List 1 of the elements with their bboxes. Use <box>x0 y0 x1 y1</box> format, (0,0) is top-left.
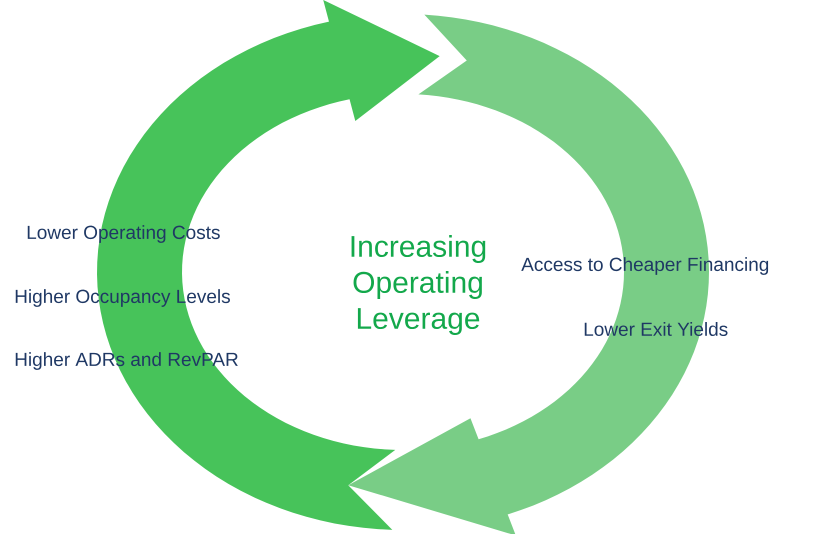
center-title: Increasing Operating Leverage <box>352 235 486 335</box>
